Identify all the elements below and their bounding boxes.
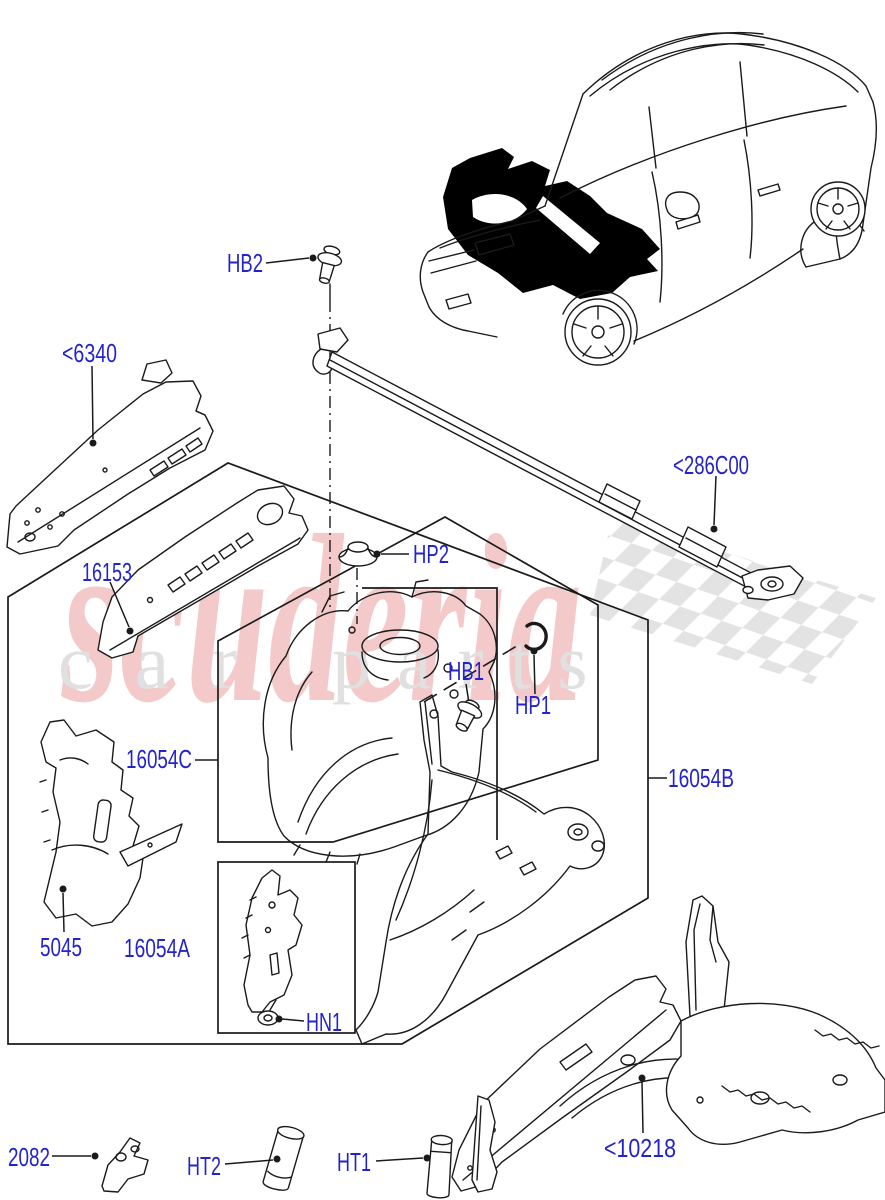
part-drawing-bracket-2082 bbox=[101, 1137, 149, 1193]
sleeve-ht1-icon bbox=[426, 1134, 453, 1199]
callout-label-hp2[interactable]: HP2 bbox=[413, 539, 449, 569]
part-drawing-apron-16054a bbox=[241, 869, 303, 1013]
assembly-box-outer bbox=[7, 462, 649, 1045]
part-drawing-brace-286c00 bbox=[312, 327, 804, 601]
sleeve-ht2-icon bbox=[262, 1125, 305, 1191]
callout-label-16054a[interactable]: 16054A bbox=[124, 933, 190, 963]
callout-label-hp1[interactable]: HP1 bbox=[515, 690, 551, 720]
part-drawing-apron-assembly-10218 bbox=[451, 895, 885, 1193]
part-drawing-rail-6340 bbox=[6, 359, 214, 555]
front-wheel bbox=[564, 298, 632, 366]
callout-frame-hp2-hb1 bbox=[362, 587, 498, 840]
callout-label-5045[interactable]: 5045 bbox=[40, 932, 82, 962]
rear-wheel bbox=[810, 181, 866, 237]
callout-label-ht1[interactable]: HT1 bbox=[337, 1147, 371, 1177]
callout-label-hb1[interactable]: HB1 bbox=[448, 656, 484, 686]
bolt-hb1-icon bbox=[455, 699, 483, 732]
engine-bay-highlight bbox=[443, 148, 660, 299]
watermark-word-car: car bbox=[58, 618, 279, 705]
callout-label-2082[interactable]: 2082 bbox=[8, 1142, 50, 1172]
callout-label-ht2[interactable]: HT2 bbox=[187, 1151, 221, 1181]
callout-label-16054b[interactable]: 16054B bbox=[668, 763, 734, 793]
callout-label-16054c[interactable]: 16054C bbox=[126, 744, 192, 774]
callout-label-6340[interactable]: <6340 bbox=[62, 338, 117, 368]
callout-label-hn1[interactable]: HN1 bbox=[306, 1007, 342, 1037]
vehicle-overview-illustration bbox=[419, 31, 877, 366]
part-drawing-pillar-5045 bbox=[39, 719, 183, 927]
grommet-hp2-icon bbox=[338, 541, 378, 567]
assembly-box-16054c bbox=[217, 516, 599, 843]
bolt-hb2-icon bbox=[317, 245, 343, 284]
callout-label-hb2[interactable]: HB2 bbox=[227, 248, 263, 278]
hp1-pointer-line bbox=[423, 643, 521, 703]
callout-label-16153[interactable]: 16153 bbox=[82, 557, 132, 587]
nut-hn1-icon bbox=[257, 1010, 279, 1026]
part-drawing-wheelhouse-16054c bbox=[262, 579, 498, 865]
watermark-checkered-flag bbox=[590, 518, 876, 684]
callout-label-286c00[interactable]: <286C00 bbox=[673, 450, 749, 480]
part-drawing-sill-16153 bbox=[97, 485, 309, 659]
callout-label-10218[interactable]: <10218 bbox=[604, 1133, 676, 1163]
assembly-box-16054a bbox=[217, 861, 356, 1034]
part-drawing-cowl-16054b bbox=[355, 694, 606, 1045]
